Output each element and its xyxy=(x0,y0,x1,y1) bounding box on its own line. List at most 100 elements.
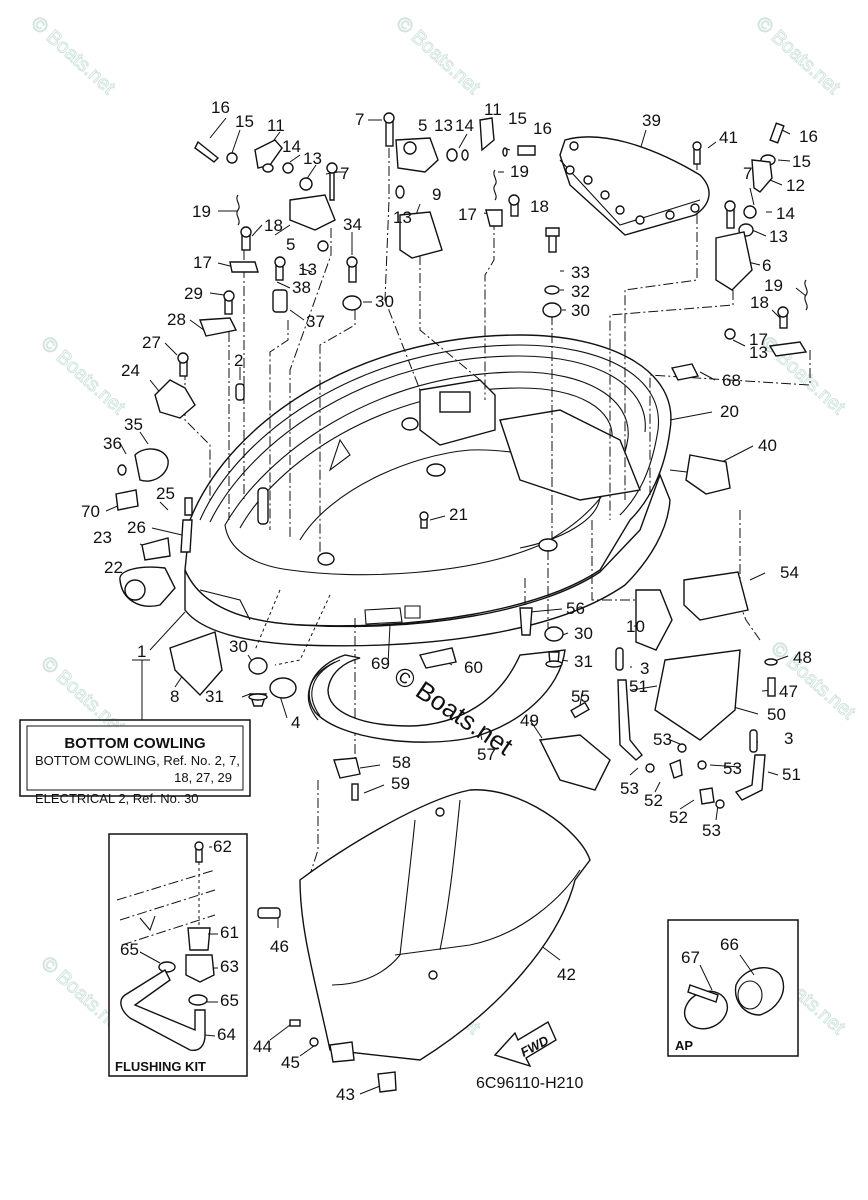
callout: 18 xyxy=(264,216,283,235)
callout: 31 xyxy=(574,652,593,671)
callout: 12 xyxy=(786,176,805,195)
callout: 15 xyxy=(235,112,254,131)
callout: 16 xyxy=(211,98,230,117)
parts xyxy=(115,112,808,1093)
callout: 25 xyxy=(156,484,175,503)
callout: 7 xyxy=(355,110,364,129)
callout: 1 xyxy=(137,642,146,661)
callout: 53 xyxy=(723,759,742,778)
callout: 60 xyxy=(464,658,483,677)
callout: 27 xyxy=(142,333,161,352)
callout: 15 xyxy=(508,109,527,128)
callout: 5 xyxy=(286,235,295,254)
callout: 43 xyxy=(336,1085,355,1104)
callout: 48 xyxy=(793,648,812,667)
callout: 7 xyxy=(340,164,349,183)
flushing-kit-title: FLUSHING KIT xyxy=(115,1059,206,1074)
callout: 3 xyxy=(640,659,649,678)
callout: 24 xyxy=(121,361,140,380)
bottom-cowling-body xyxy=(184,334,672,647)
callout: 50 xyxy=(767,705,786,724)
callout: 57 xyxy=(477,745,496,764)
callout: 22 xyxy=(104,558,123,577)
callout: 55 xyxy=(571,687,590,706)
callout: 49 xyxy=(520,711,539,730)
callout: 33 xyxy=(571,263,590,282)
callout: 21 xyxy=(449,505,468,524)
callout: 14 xyxy=(455,116,474,135)
callout: 19 xyxy=(764,276,783,295)
callout: 4 xyxy=(291,713,300,732)
callout: 2 xyxy=(234,351,243,370)
watermark: © Boats.net xyxy=(392,12,485,99)
callout: 13 xyxy=(303,149,322,168)
callout: 14 xyxy=(776,204,795,223)
info-box-line: BOTTOM COWLING, Ref. No. 2, 7, xyxy=(35,753,240,768)
callout: 45 xyxy=(281,1053,300,1072)
callout: 44 xyxy=(253,1037,272,1056)
callout: 38 xyxy=(292,278,311,297)
callout: 28 xyxy=(167,310,186,329)
info-box-line: 18, 27, 29 xyxy=(174,770,232,785)
drawing-code: 6C96110-H210 xyxy=(476,1075,583,1092)
callout: 47 xyxy=(779,682,798,701)
callout: 30 xyxy=(574,624,593,643)
callout: 52 xyxy=(644,791,663,810)
callout: 13 xyxy=(434,116,453,135)
callout: 41 xyxy=(719,128,738,147)
callout: 68 xyxy=(722,371,741,390)
callout: 39 xyxy=(642,111,661,130)
callout: 53 xyxy=(620,779,639,798)
watermark: © Boats.net xyxy=(752,12,845,99)
callout: 23 xyxy=(93,528,112,547)
callout: 17 xyxy=(193,253,212,272)
callout: 30 xyxy=(571,301,590,320)
callout: 40 xyxy=(758,436,777,455)
callout: 52 xyxy=(669,808,688,827)
callout: 32 xyxy=(571,282,590,301)
callout: 10 xyxy=(626,617,645,636)
callout: 53 xyxy=(653,730,672,749)
callout: 30 xyxy=(375,292,394,311)
callout: 51 xyxy=(629,677,648,696)
flushing-kit-callout: 65 xyxy=(120,940,139,959)
callout: 69 xyxy=(371,654,390,673)
callout: 70 xyxy=(81,502,100,521)
callout: 35 xyxy=(124,415,143,434)
callout: 3 xyxy=(784,729,793,748)
callout: 59 xyxy=(391,774,410,793)
flushing-kit-callout: 65 xyxy=(220,991,239,1010)
callout: 53 xyxy=(702,821,721,840)
callout: 30 xyxy=(229,637,248,656)
callout: 51 xyxy=(782,765,801,784)
flushing-kit-callout: 62 xyxy=(213,837,232,856)
callout: 34 xyxy=(343,215,362,234)
callout: 11 xyxy=(267,116,285,135)
callout: 13 xyxy=(769,227,788,246)
callout: 18 xyxy=(750,293,769,312)
callout: 58 xyxy=(392,753,411,772)
callout: 42 xyxy=(557,965,576,984)
watermark: © Boats.net xyxy=(37,332,130,419)
callout: 13 xyxy=(393,208,412,227)
callout: 37 xyxy=(306,312,325,331)
ap-callout: 66 xyxy=(720,935,739,954)
callout: 13 xyxy=(749,343,768,362)
info-box-line: ELECTRICAL 2, Ref. No. 30 xyxy=(35,791,199,806)
callout: 19 xyxy=(192,202,211,221)
ap-inset-title: AP xyxy=(675,1038,693,1053)
callout: 16 xyxy=(799,127,818,146)
callout: 36 xyxy=(103,434,122,453)
callout: 54 xyxy=(780,563,799,582)
callout: 16 xyxy=(533,119,552,138)
watermark: © Boats.net xyxy=(27,12,120,99)
callout: 5 xyxy=(418,116,427,135)
callout: 8 xyxy=(170,687,179,706)
flushing-kit-callout: 63 xyxy=(220,957,239,976)
callout: 11 xyxy=(484,100,502,119)
flushing-kit-callout: 61 xyxy=(220,923,239,942)
callout: 18 xyxy=(530,197,549,216)
callout: 14 xyxy=(282,137,301,156)
ap-callout: 67 xyxy=(681,948,700,967)
callout: 17 xyxy=(749,330,768,349)
